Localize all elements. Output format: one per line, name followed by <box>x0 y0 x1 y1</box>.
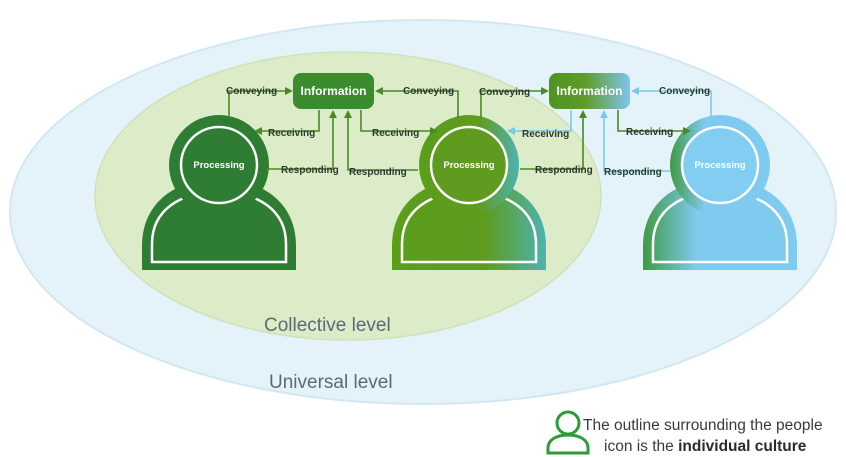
person-3: Processing <box>643 115 797 270</box>
legend-line-2: icon is the individual culture <box>604 438 807 455</box>
conveying-label-2: Conveying <box>403 86 454 97</box>
responding-label-2: Responding <box>349 167 407 178</box>
legend-line-2-prefix: icon is the <box>604 438 678 455</box>
conveying-label-4: Conveying <box>659 86 710 97</box>
universal-level-label: Universal level <box>269 372 393 393</box>
arrows-person-2-info-1 <box>344 87 459 171</box>
receiving-label-1: Receiving <box>268 128 315 139</box>
person-2: Processing <box>392 115 546 270</box>
person-1: Processing <box>142 115 296 270</box>
collective-level-label: Collective level <box>264 315 391 336</box>
person-outline-icon <box>546 410 590 455</box>
conveying-label-1: Conveying <box>226 86 277 97</box>
person-3-processing-label: Processing <box>694 160 745 171</box>
person-2-processing-label: Processing <box>443 160 494 171</box>
receiving-label-2: Receiving <box>372 128 419 139</box>
receiving-label-3: Receiving <box>522 129 569 140</box>
information-box-1-label: Information <box>301 84 367 98</box>
information-box-2-label: Information <box>557 84 623 98</box>
responding-label-4: Responding <box>604 167 662 178</box>
arrows-person-2-info-2 <box>480 87 587 170</box>
person-1-processing-label: Processing <box>193 160 244 171</box>
legend: The outline surrounding the people icon … <box>546 410 823 455</box>
responding-label-3: Responding <box>535 165 593 176</box>
legend-line-2-bold: individual culture <box>678 438 807 455</box>
arrows-person-1 <box>228 87 337 170</box>
conveying-label-3: Conveying <box>479 87 530 98</box>
receiving-label-4: Receiving <box>626 127 673 138</box>
information-box-1: Information <box>293 73 374 109</box>
responding-label-1: Responding <box>281 165 339 176</box>
information-box-2: Information <box>549 73 630 109</box>
arrows-person-3 <box>600 87 712 172</box>
legend-line-1: The outline surrounding the people <box>583 417 823 434</box>
